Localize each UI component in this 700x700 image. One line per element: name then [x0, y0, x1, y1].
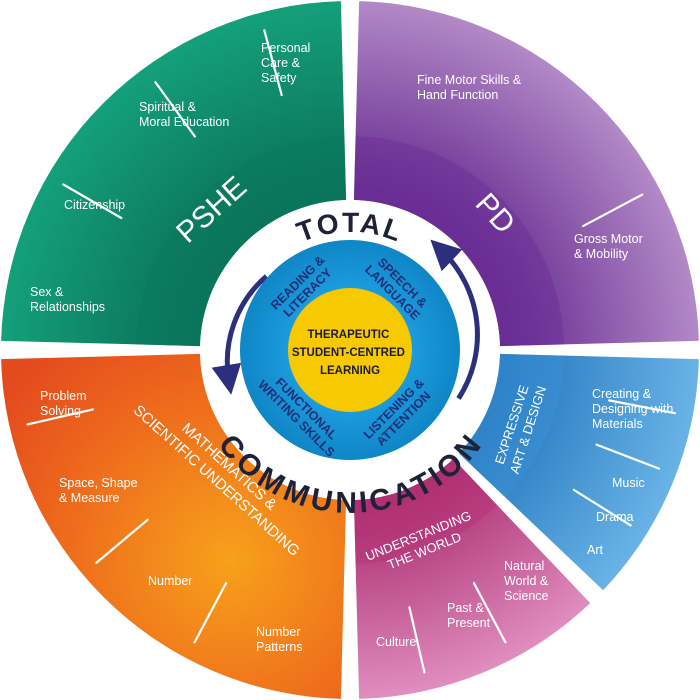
ring-arrow-right [430, 239, 480, 400]
center-label: THERAPEUTIC STUDENT-CENTRED LEARNING [292, 329, 408, 377]
sector-4-divider-2 [193, 581, 228, 644]
sector-0-item-3: Sex &Relationships [30, 285, 105, 314]
sector-2-inner [458, 353, 564, 498]
sector-3-inner [353, 458, 498, 564]
ring-arrow-left [211, 274, 269, 395]
sector-2-item-1: Music [612, 476, 645, 490]
sector-4-item-2: Number [148, 574, 192, 588]
sector-2-divider-1 [595, 443, 661, 470]
sector-1-item-0: Fine Motor Skills &Hand Function [417, 73, 522, 102]
sector-3-divider-1 [408, 606, 426, 674]
sector-2-item-2: Drama [596, 510, 634, 524]
sector-1-outer [353, 1, 699, 347]
sector-4-outer [1, 353, 347, 699]
divider-layer [26, 29, 677, 674]
sector-0-item-1: Spiritual &Moral Education [139, 100, 229, 129]
sector-2-divider-2 [572, 488, 632, 527]
sector-2-item-3: Art [587, 543, 604, 557]
sector-0-divider-1 [154, 81, 196, 138]
center-circle [288, 288, 412, 412]
sector-0-inner [136, 136, 347, 347]
sector-0-item-2: Citizenship [64, 198, 125, 212]
sector-0-outer [1, 1, 347, 347]
sector-4-divider-0 [26, 408, 94, 426]
sector-4-item-1: Space, Shape& Measure [59, 476, 138, 505]
sector-1-divider-0 [581, 193, 644, 228]
sector-3-divider-0 [472, 581, 507, 644]
sector-1-item-1: Gross Motor& Mobility [574, 232, 643, 261]
sector-3-item-2: Culture [376, 635, 416, 649]
sector-4-divider-1 [95, 518, 149, 564]
sector-0-divider-2 [62, 183, 123, 220]
sector-0-divider-0 [263, 29, 283, 97]
sector-2-divider-0 [608, 399, 677, 415]
sector-3-item-1: Past &Present [447, 601, 491, 630]
